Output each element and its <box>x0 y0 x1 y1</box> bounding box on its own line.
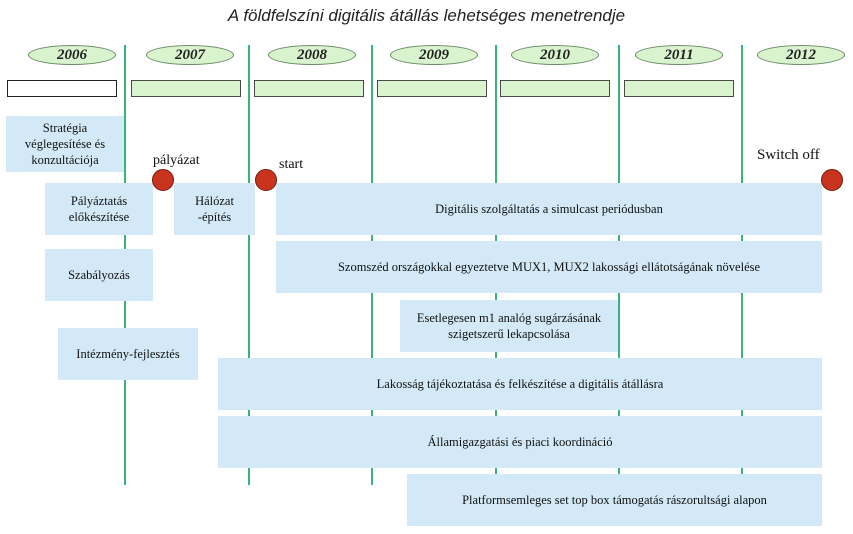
milestone-label-switch-off: Switch off <box>757 147 820 163</box>
task-strategia: Stratégia véglegesítése és konzultációja <box>6 116 124 172</box>
task-platform: Platformsemleges set top box támogatás r… <box>407 474 822 526</box>
milestone-dot-palyazat <box>152 169 174 191</box>
task-esetleges: Esetlegesen m1 analóg sugárzásának szige… <box>400 300 618 352</box>
year-label: 2012 <box>757 45 845 65</box>
task-palyaztatas: Pályáztatás előkészítése <box>45 183 153 235</box>
task-allamigazgatasi: Államigazgatási és piaci koordináció <box>218 416 822 468</box>
task-halozat: Hálózat -építés <box>174 183 255 235</box>
milestone-label-palyazat: pályázat <box>153 153 200 168</box>
year-label: 2009 <box>390 45 478 65</box>
timeline-bar <box>377 80 487 97</box>
task-szomszed: Szomszéd országokkal egyeztetve MUX1, MU… <box>276 241 822 293</box>
milestone-dot-start <box>255 169 277 191</box>
task-lakossag: Lakosság tájékoztatása és felkészítése a… <box>218 358 822 410</box>
timeline-bar <box>254 80 364 97</box>
chart-title: A földfelszíni digitális átállás lehetsé… <box>227 6 626 25</box>
year-label: 2007 <box>146 45 234 65</box>
milestone-label-start: start <box>279 157 304 172</box>
year-label: 2011 <box>635 45 723 65</box>
year-label: 2010 <box>511 45 599 65</box>
task-szabalyozas: Szabályozás <box>45 249 153 301</box>
timeline-bar <box>7 80 117 97</box>
timeline-bar <box>500 80 610 97</box>
milestone-dot-switch-off <box>821 169 843 191</box>
year-label: 2006 <box>28 45 116 65</box>
task-intezmeny: Intézmény-fejlesztés <box>58 328 198 380</box>
timeline-bar <box>624 80 734 97</box>
year-label: 2008 <box>268 45 356 65</box>
year-divider <box>248 45 250 485</box>
timeline-bar <box>131 80 241 97</box>
task-digitalis: Digitális szolgáltatás a simulcast perió… <box>276 183 822 235</box>
